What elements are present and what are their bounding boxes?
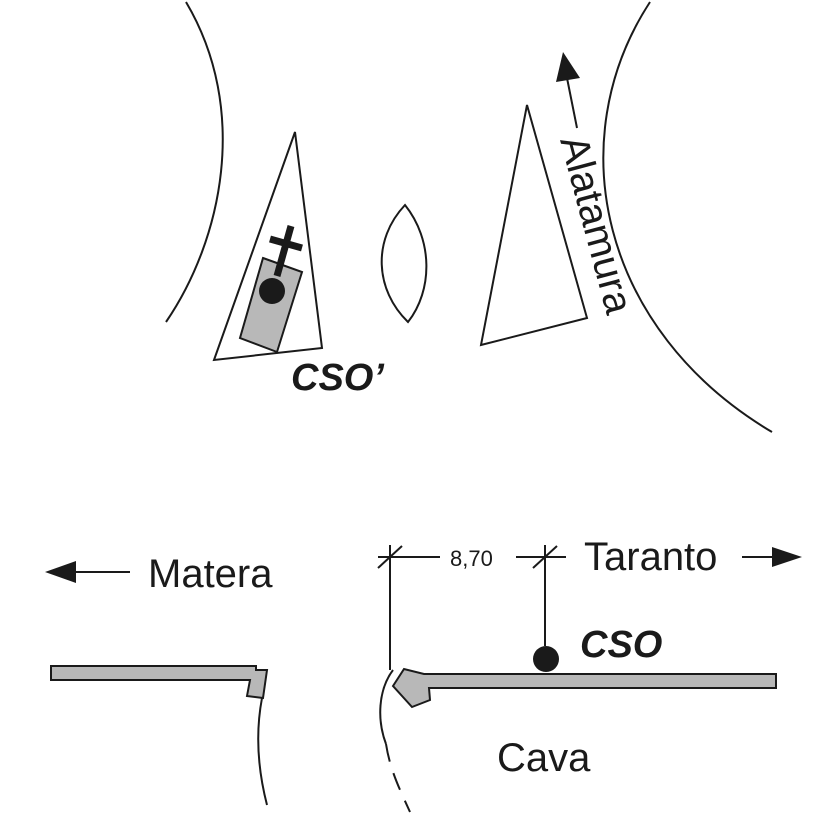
cross-icon-bar [269,235,303,252]
cava-edge-dashed [385,743,411,813]
altamura-arrow-head [556,52,580,82]
altamura-arrow-shaft [566,77,578,129]
cso-prime-label: CSO’ [291,357,384,399]
altamura-label: Alatamura [551,131,641,319]
cava-label: Cava [497,736,591,780]
right-wall [391,667,777,709]
cso-label: CSO [580,624,662,666]
cross-icon [273,225,295,277]
road-left-curve [165,1,224,323]
matera-label: Matera [148,552,273,596]
cava-edge [379,669,394,745]
building [238,256,304,354]
distance-label: 8,70 [450,546,493,571]
traffic-island-right [479,104,589,347]
cso-prime-marker [259,278,285,304]
dimension-tick-left [377,545,403,569]
traffic-island-left [212,131,324,362]
left-wall [50,665,269,700]
cso-marker [533,646,559,672]
left-road-edge [257,697,268,806]
matera-arrow-head [45,561,76,583]
traffic-island-center [380,203,428,324]
road-right-curve [602,1,773,433]
dimension-tick-right [532,545,558,569]
taranto-arrow-head [772,547,802,567]
taranto-label: Taranto [584,535,717,579]
